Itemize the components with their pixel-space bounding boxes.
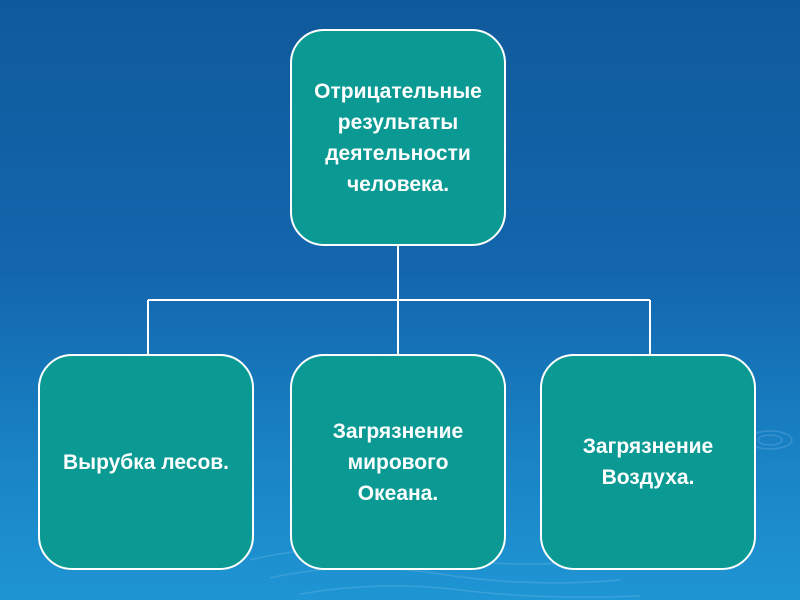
root-node-label: Отрицательные результаты деятельности че… [314,79,482,196]
child-node-label: Вырубка лесов. [62,450,230,474]
child-node-label: Загрязнение мирового Океана. [332,419,464,505]
child-node-air-pollution: Загрязнение Воздуха. [540,354,756,570]
child-node-label: Загрязнение Воздуха. [582,435,714,489]
root-node: Отрицательные результаты деятельности че… [290,29,506,246]
child-node-deforestation: Вырубка лесов. [38,354,254,570]
child-node-ocean-pollution: Загрязнение мирового Океана. [290,354,506,570]
